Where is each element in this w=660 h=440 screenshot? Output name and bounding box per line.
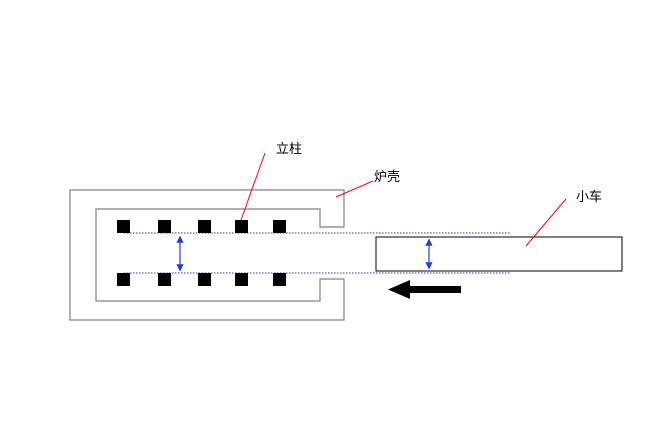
- pillar-label: 立柱: [276, 142, 302, 157]
- pillar-row-lower: [117, 273, 286, 286]
- furnace-shell: [69, 189, 345, 321]
- pillar: [117, 220, 130, 233]
- trolley-body: [375, 236, 623, 272]
- pillar: [198, 273, 211, 286]
- pillar: [198, 220, 211, 233]
- furnace-shell-leader-line: [335, 180, 374, 198]
- pillar: [158, 220, 171, 233]
- trolley-leader-line: [525, 198, 567, 247]
- pillar: [235, 220, 248, 233]
- pillar-row-upper: [117, 220, 286, 233]
- pillar: [273, 273, 286, 286]
- left-arrow-icon: [388, 280, 461, 299]
- trolley-label: 小车: [576, 189, 602, 205]
- pillar: [117, 273, 130, 286]
- pillar: [235, 273, 248, 286]
- furnace-shell-label: 炉壳: [374, 170, 400, 185]
- pillar-leader-line: [240, 152, 266, 221]
- pillar: [158, 273, 171, 286]
- pillar: [273, 220, 286, 233]
